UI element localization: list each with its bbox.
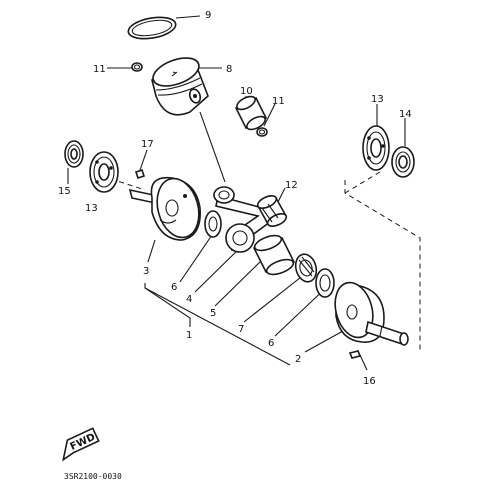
woodruff-key-right <box>348 350 362 359</box>
piston <box>151 57 209 116</box>
callout-7: 7 <box>238 324 244 335</box>
callout-13-right: 13 <box>371 94 384 105</box>
callout-8: 8 <box>226 64 232 75</box>
crank-web-right <box>334 281 409 346</box>
piston-pin <box>234 95 268 131</box>
dashed-guides <box>101 171 421 350</box>
piston-ring <box>127 16 177 40</box>
callout-13-left: 13 <box>85 203 98 214</box>
callout-10: 10 <box>240 86 253 97</box>
big-end-bearing <box>294 253 318 283</box>
callout-3: 3 <box>143 266 149 277</box>
bearing-left <box>89 151 119 193</box>
callout-16: 16 <box>363 376 376 387</box>
callout-17: 17 <box>141 139 154 150</box>
thrust-washer-right <box>315 268 335 298</box>
callout-6-left: 6 <box>171 282 177 293</box>
callout-1: 1 <box>186 330 192 341</box>
circlip-upper <box>131 62 143 72</box>
connecting-rod <box>213 186 271 253</box>
callout-2: 2 <box>295 354 301 365</box>
bearing-right <box>362 125 390 171</box>
callout-15: 15 <box>58 186 71 197</box>
thrust-washer-left <box>204 210 222 238</box>
circlip-right <box>256 127 268 137</box>
callout-12: 12 <box>285 180 298 191</box>
callout-14: 14 <box>399 109 412 120</box>
callout-9: 9 <box>205 10 211 21</box>
oil-seal-left <box>64 140 84 168</box>
fwd-arrow-icon: FWD <box>62 427 100 462</box>
callout-5: 5 <box>210 308 216 319</box>
part-code: 3SR2100-0030 <box>64 472 122 481</box>
crank-web-left <box>128 176 201 241</box>
callouts: 9 11 8 10 11 13 14 17 12 15 13 3 6 4 5 1… <box>58 10 412 387</box>
callout-4: 4 <box>186 294 192 305</box>
small-end-bearing <box>256 195 288 227</box>
leader-lines <box>67 15 406 371</box>
crank-pin <box>252 234 296 276</box>
callout-6-right: 6 <box>268 338 274 349</box>
callout-11-upper: 11 <box>93 64 106 75</box>
oil-seal-right <box>391 146 415 178</box>
woodruff-key-left <box>134 168 146 180</box>
callout-11-right: 11 <box>272 96 285 107</box>
